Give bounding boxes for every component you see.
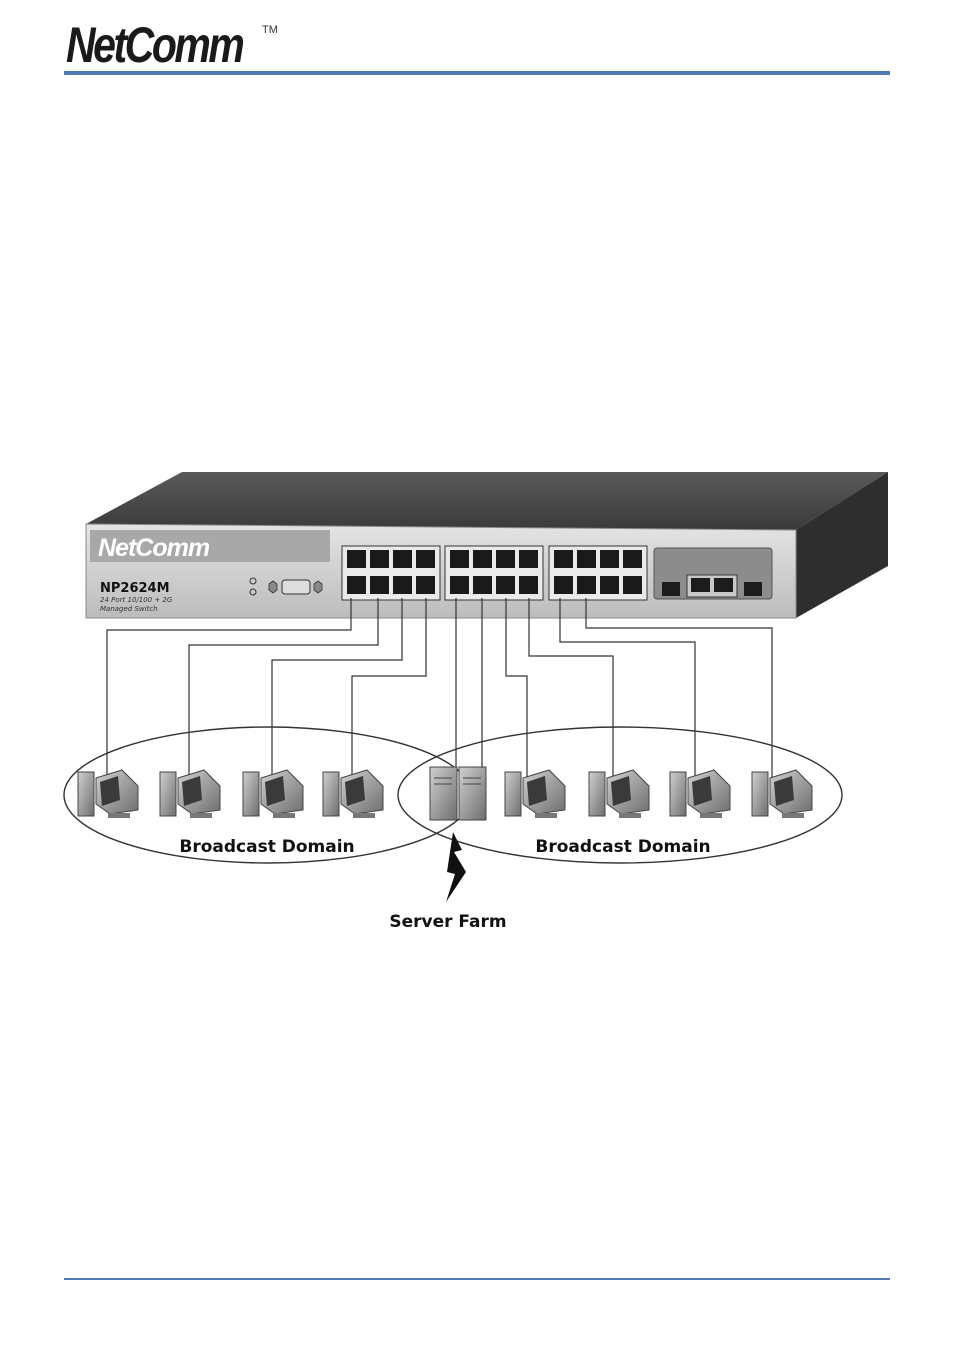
gigabit-port: [691, 578, 710, 592]
switch-desc-line1: 24 Port 10/100 + 2G: [100, 596, 173, 604]
ethernet-port: [496, 576, 515, 594]
ethernet-port: [393, 576, 412, 594]
footer-rule: [64, 1278, 890, 1280]
port-blocks: [342, 546, 647, 600]
ethernet-port: [473, 576, 492, 594]
managed-switch: NetComm NP2624M 24 Port 10/100 + 2G Mana…: [86, 472, 888, 618]
ethernet-port: [370, 550, 389, 568]
left-domain-label: Broadcast Domain: [179, 837, 354, 857]
cable: [107, 598, 351, 778]
server-farm-label: Server Farm: [389, 912, 506, 932]
switch-top-panel: [86, 472, 888, 530]
ethernet-port: [416, 576, 435, 594]
ethernet-port: [416, 550, 435, 568]
ethernet-port: [370, 576, 389, 594]
cable: [560, 598, 695, 778]
ethernet-port: [554, 576, 573, 594]
workstation-icon: [752, 770, 812, 818]
ethernet-port: [450, 550, 469, 568]
cable: [272, 598, 402, 778]
switch-brand: NetComm: [98, 534, 210, 562]
gigabit-port: [714, 578, 733, 592]
switch-desc-line2: Managed Switch: [100, 605, 158, 613]
ethernet-port: [600, 576, 619, 594]
ethernet-port: [450, 576, 469, 594]
ethernet-port: [473, 550, 492, 568]
ethernet-port: [393, 550, 412, 568]
switch-model: NP2624M: [100, 581, 170, 596]
server-icon: [430, 767, 457, 820]
cable: [352, 598, 426, 778]
ethernet-port: [519, 576, 538, 594]
workstation-icon: [505, 770, 565, 818]
ethernet-port: [623, 576, 642, 594]
ethernet-port: [496, 550, 515, 568]
workstation-icon: [589, 770, 649, 818]
workstation-icon: [323, 770, 383, 818]
ethernet-port: [577, 550, 596, 568]
workstation-icon: [670, 770, 730, 818]
ethernet-port: [623, 550, 642, 568]
ethernet-port: [600, 550, 619, 568]
server-icon: [459, 767, 486, 820]
ethernet-port: [519, 550, 538, 568]
cable: [189, 598, 378, 778]
cable: [529, 598, 613, 778]
workstation-icon: [78, 770, 138, 818]
ethernet-port: [347, 576, 366, 594]
network-cables: [107, 598, 772, 778]
ethernet-port: [347, 550, 366, 568]
cable: [586, 598, 772, 778]
console-screw: [314, 581, 322, 593]
sfp-slot: [744, 582, 762, 596]
sfp-slot: [662, 582, 680, 596]
console-port: [282, 580, 310, 594]
ethernet-port: [554, 550, 573, 568]
workstation-icon: [243, 770, 303, 818]
right-domain-label: Broadcast Domain: [535, 837, 710, 857]
server-farm-servers: [430, 767, 486, 820]
workstation-icon: [160, 770, 220, 818]
ethernet-port: [577, 576, 596, 594]
console-screw: [269, 581, 277, 593]
cable: [506, 598, 527, 778]
